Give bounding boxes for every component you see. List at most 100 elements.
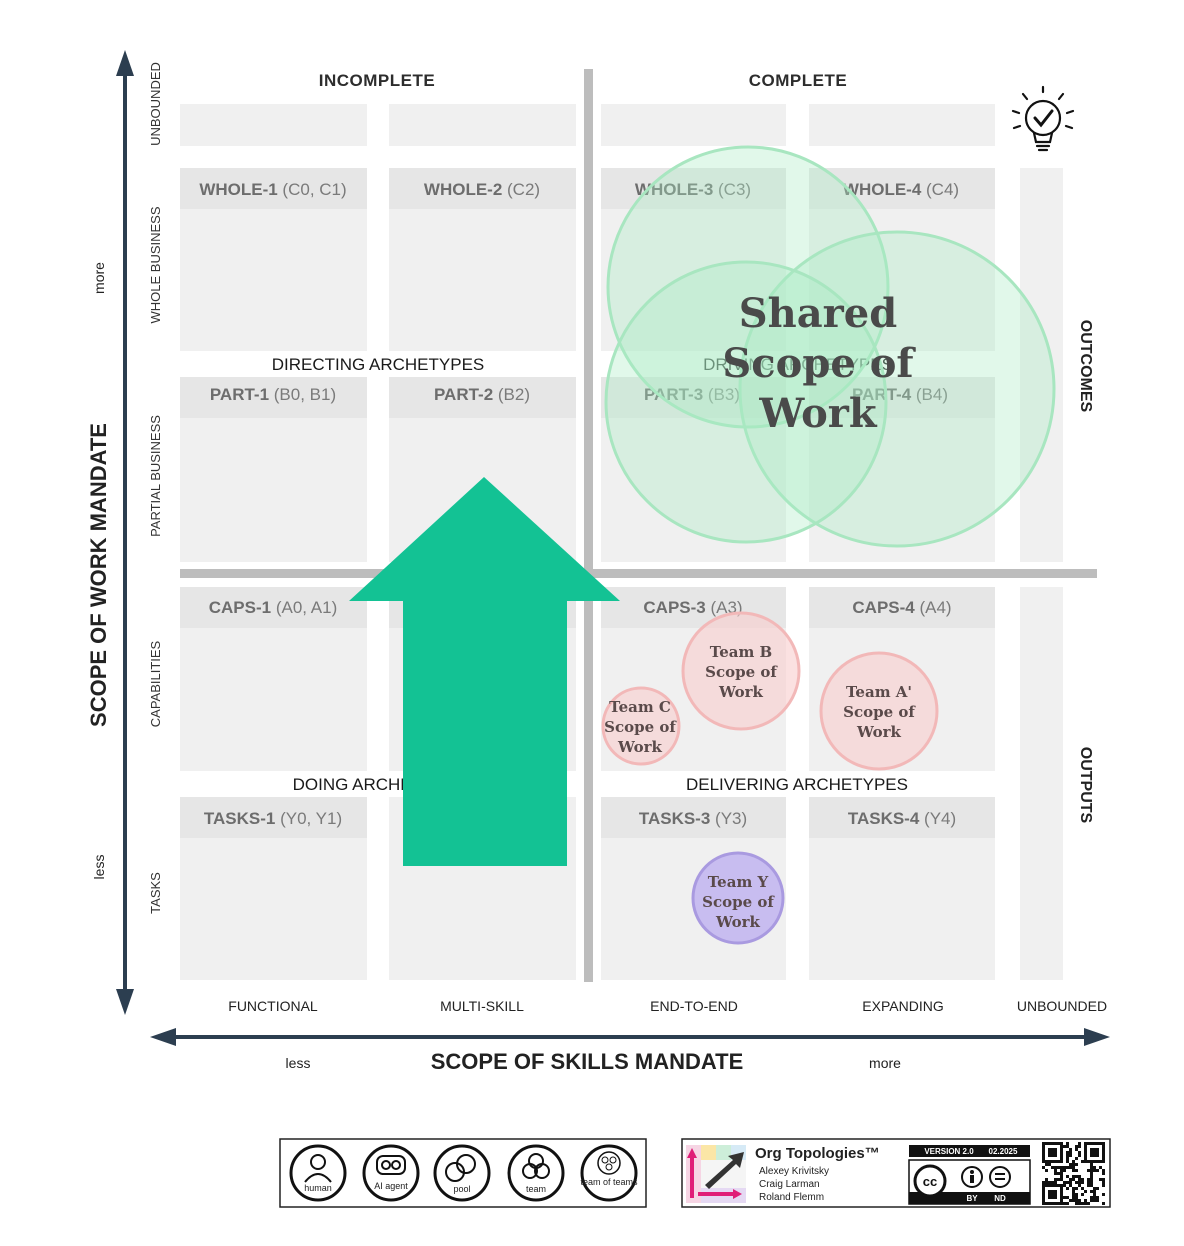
credits-box: Org Topologies™ Alexey Krivitsky Craig L… — [681, 1138, 1111, 1208]
svg-text:Scope of: Scope of — [705, 663, 778, 681]
x-tick-functional: FUNCTIONAL — [228, 998, 318, 1014]
svg-text:Work: Work — [617, 738, 663, 756]
shared-scope-circles — [604, 145, 1056, 548]
cell-header-tasks-3: TASKS-3 (Y3) — [639, 809, 747, 828]
version-date: 02.2025 — [989, 1147, 1018, 1156]
legend-pool-icon: pool — [433, 1144, 491, 1202]
team-y-bubble: Team Y Scope of Work — [691, 851, 785, 945]
no-derivatives-icon — [989, 1166, 1011, 1188]
vertical-divider — [584, 69, 593, 982]
right-label-outputs: OUTPUTS — [1077, 747, 1094, 824]
cell-unbounded-col-top — [1020, 168, 1063, 562]
svg-text:cc: cc — [923, 1174, 937, 1189]
version-badge — [909, 1145, 1030, 1157]
legend-ai-agent-icon: AI agent — [362, 1144, 420, 1202]
x-tick-expanding: EXPANDING — [862, 998, 943, 1014]
row-label-unbounded: UNBOUNDED — [148, 62, 163, 146]
row-label-capabilities: CAPABILITIES — [148, 640, 163, 727]
cc-nd-label: ND — [994, 1194, 1006, 1203]
svg-text:Scope of: Scope of — [702, 893, 775, 911]
cell-header-part-2: PART-2 (B2) — [434, 385, 530, 404]
x-axis-arrow-right-icon — [1084, 1028, 1110, 1046]
x-axis-arrow-left-icon — [150, 1028, 176, 1046]
x-tick-end-to-end: END-TO-END — [650, 998, 738, 1014]
cell-unbounded-4 — [809, 104, 995, 146]
svg-text:human: human — [304, 1183, 332, 1193]
credits-author-2: Craig Larman — [759, 1179, 820, 1190]
legend-team-icon: team — [507, 1144, 565, 1202]
shared-circle-2 — [738, 230, 1056, 548]
cell-header-part-4: PART-4 (B4) — [852, 385, 948, 404]
cell-header-caps-1: CAPS-1 (A0, A1) — [209, 598, 338, 617]
svg-text:Team B: Team B — [710, 643, 772, 661]
svg-text:Team Y: Team Y — [708, 873, 769, 891]
archetype-driving: DRIVING ARCHETYPES — [703, 355, 893, 374]
archetype-delivering: DELIVERING ARCHETYPES — [686, 775, 908, 794]
cell-header-whole-4: WHOLE-4 (C4) — [843, 180, 959, 199]
svg-text:AI agent: AI agent — [374, 1181, 408, 1191]
svg-text:team of teams: team of teams — [580, 1177, 638, 1187]
shared-circle-1 — [606, 145, 890, 429]
credits-title: Org Topologies™ — [755, 1145, 880, 1162]
svg-text:Team C: Team C — [609, 698, 671, 716]
lightbulb-check-icon — [1011, 85, 1075, 152]
archetype-directing: DIRECTING ARCHETYPES — [272, 355, 485, 374]
shared-scope-title-line2: Scope of — [722, 340, 916, 387]
svg-text:Work: Work — [856, 723, 902, 741]
shared-circle-3 — [604, 260, 888, 544]
version-label: VERSION 2.0 — [924, 1147, 974, 1156]
svg-text:Work: Work — [715, 913, 761, 931]
shared-scope-title-line3: Work — [758, 390, 877, 437]
x-axis — [150, 1028, 1110, 1046]
row-label-partial-business: PARTIAL BUSINESS — [148, 415, 163, 537]
cell-unbounded-col-bottom — [1020, 587, 1063, 980]
cell-unbounded-1 — [180, 104, 367, 146]
cc-license-badge: cc BY ND — [908, 1159, 1031, 1205]
x-tick-unbounded: UNBOUNDED — [1017, 998, 1107, 1014]
team-a-bubble: Team A' Scope of Work — [819, 651, 939, 771]
shared-scope-title-line1: Shared — [739, 290, 897, 337]
cell-header-whole-1: WHOLE-1 (C0, C1) — [199, 180, 346, 199]
qr-code-icon — [1041, 1141, 1106, 1206]
legend-team-of-teams-icon: team of teams — [580, 1144, 638, 1202]
svg-text:pool: pool — [453, 1184, 470, 1194]
y-axis — [116, 50, 134, 1015]
credits-author-1: Alexey Krivitsky — [759, 1166, 829, 1177]
credits-author-3: Roland Flemm — [759, 1192, 824, 1203]
cell-header-tasks-1: TASKS-1 (Y0, Y1) — [204, 809, 342, 828]
svg-text:team: team — [526, 1184, 546, 1194]
cell-header-part-1: PART-1 (B0, B1) — [210, 385, 336, 404]
cell-header-tasks-4: TASKS-4 (Y4) — [848, 809, 956, 828]
legend-human-icon: human — [289, 1144, 347, 1202]
svg-text:Scope of: Scope of — [843, 703, 916, 721]
team-b-bubble: Team B Scope of Work — [681, 611, 801, 731]
cell-header-caps-4: CAPS-4 (A4) — [852, 598, 951, 617]
horizontal-divider — [180, 569, 1097, 578]
legend: human AI agent pool team — [279, 1138, 647, 1208]
x-tick-multi-skill: MULTI-SKILL — [440, 998, 524, 1014]
x-axis-less: less — [286, 1055, 311, 1071]
org-topologies-logo — [686, 1145, 746, 1203]
team-c-bubble: Team C Scope of Work — [601, 686, 681, 766]
y-axis-arrow-up-icon — [116, 50, 134, 76]
svg-text:Work: Work — [718, 683, 764, 701]
cc-icon — [913, 1164, 947, 1198]
y-axis-arrow-down-icon — [116, 989, 134, 1015]
y-axis-title: SCOPE OF WORK MANDATE — [86, 423, 111, 727]
svg-text:Scope of: Scope of — [604, 718, 677, 736]
cell-header-part-3: PART-3 (B3) — [644, 385, 740, 404]
x-axis-title: SCOPE OF SKILLS MANDATE — [431, 1049, 744, 1074]
x-axis-more: more — [869, 1055, 901, 1071]
big-up-arrow-icon — [349, 477, 620, 866]
cc-by-label: BY — [966, 1194, 978, 1203]
cell-unbounded-3 — [601, 104, 786, 146]
y-axis-less: less — [91, 855, 107, 880]
y-axis-more: more — [91, 262, 107, 294]
cell-header-whole-2: WHOLE-2 (C2) — [424, 180, 540, 199]
column-header-incomplete: INCOMPLETE — [319, 71, 435, 90]
cell-unbounded-2 — [389, 104, 576, 146]
row-label-tasks: TASKS — [148, 872, 163, 914]
column-header-complete: COMPLETE — [749, 71, 847, 90]
svg-text:Team A': Team A' — [846, 683, 912, 701]
